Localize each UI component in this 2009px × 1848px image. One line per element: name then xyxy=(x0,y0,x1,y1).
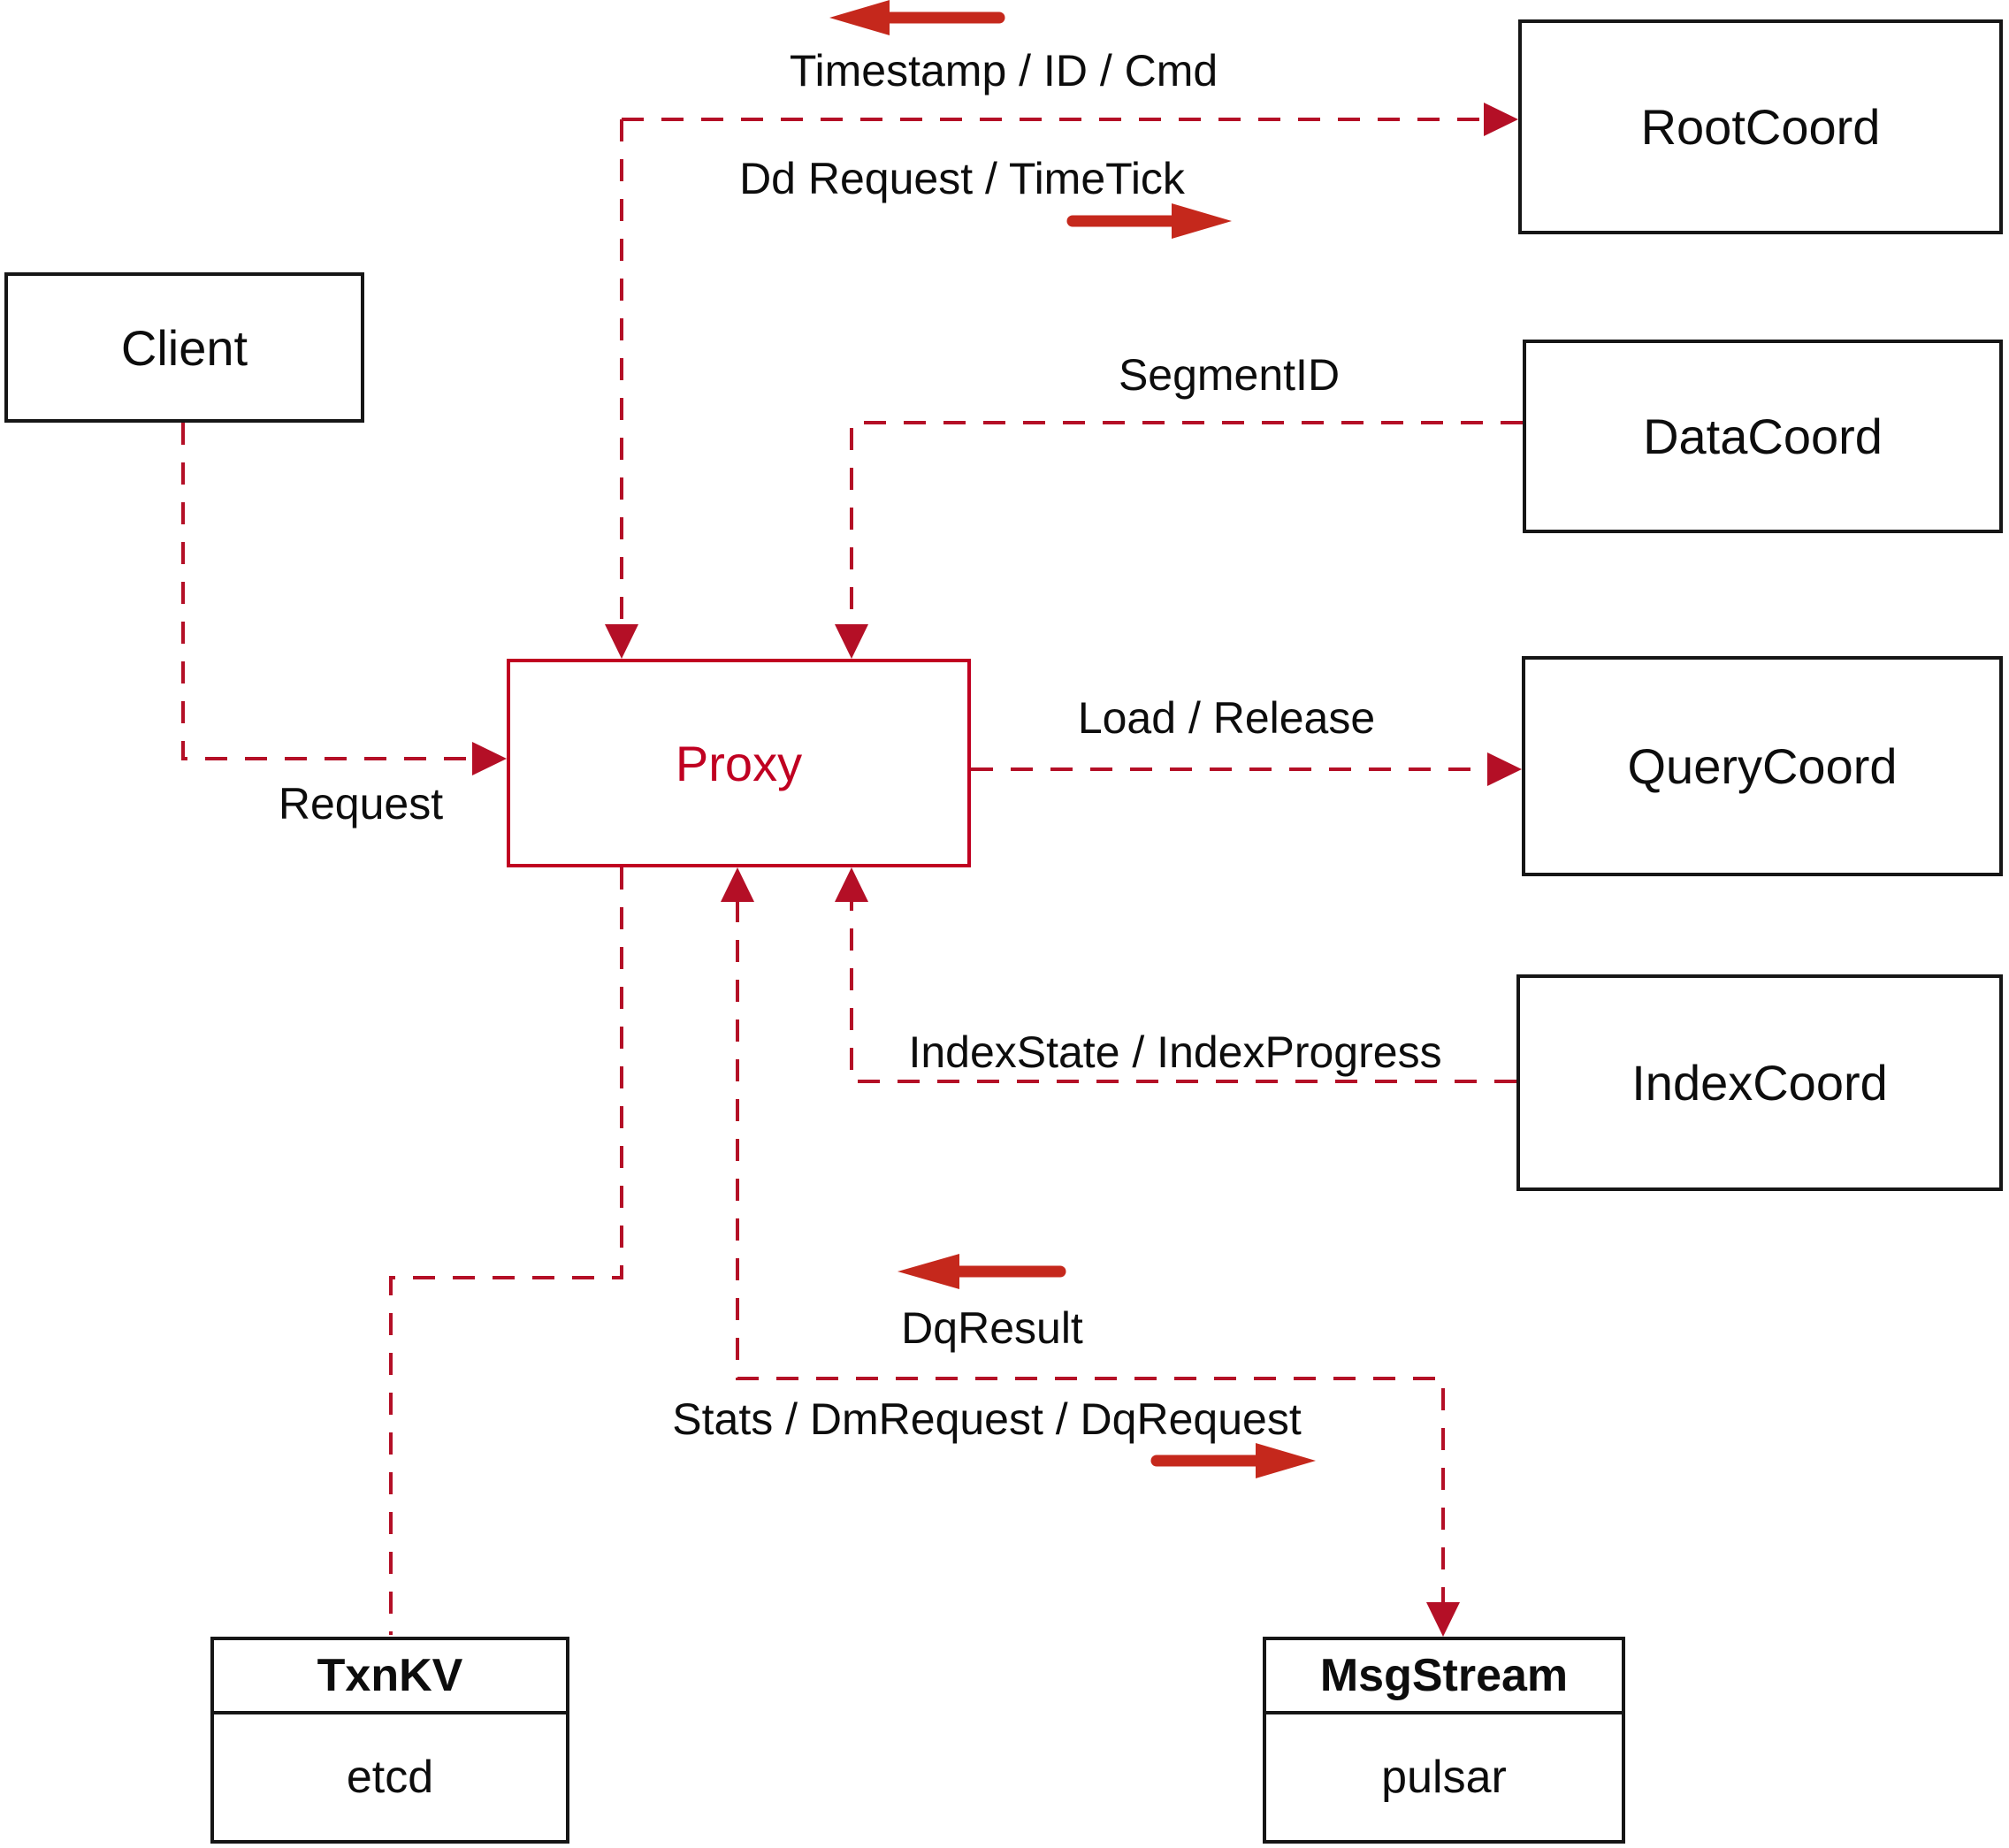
arrowhead-into-querycoord-icon xyxy=(1487,752,1522,786)
arrowhead-into-rootcoord-icon xyxy=(1484,103,1518,136)
querycoord-label: QueryCoord xyxy=(1627,738,1898,794)
rootcoord-label: RootCoord xyxy=(1640,99,1881,155)
edge-client-proxy xyxy=(181,423,474,760)
msgstream-subtitle: pulsar xyxy=(1381,1752,1507,1803)
datacoord-label: DataCoord xyxy=(1643,409,1883,464)
edge-label-timestamp: Timestamp / ID / Cmd xyxy=(789,46,1218,95)
txnkv-node: TxnKV etcd xyxy=(210,1637,569,1844)
msgstream-title: MsgStream xyxy=(1266,1640,1622,1714)
edge-label-stats: Stats / DmRequest / DqRequest xyxy=(672,1394,1302,1444)
edge-label-dq-result: DqResult xyxy=(901,1303,1083,1353)
edge-proxy-msgstream xyxy=(736,900,1445,1604)
indexcoord-node: IndexCoord xyxy=(1516,974,2003,1191)
arrowhead-into-proxy-top-left-icon xyxy=(605,624,638,659)
right-arrow-icon xyxy=(1256,1443,1316,1478)
edge-label-dd-request: Dd Request / TimeTick xyxy=(739,154,1185,203)
client-label: Client xyxy=(120,319,248,376)
edge-datacoord-proxy xyxy=(850,421,1523,626)
edge-proxy-txnkv xyxy=(389,867,623,1635)
edge-label-request: Request xyxy=(278,779,444,829)
proxy-label: Proxy xyxy=(675,735,803,791)
client-node: Client xyxy=(4,272,364,423)
direction-arrow-ddrequest-right xyxy=(1066,203,1232,239)
datacoord-node: DataCoord xyxy=(1523,340,2003,533)
left-arrow-icon xyxy=(898,1254,959,1289)
msgstream-node: MsgStream pulsar xyxy=(1263,1637,1625,1844)
txnkv-subtitle: etcd xyxy=(346,1752,434,1803)
arrowhead-into-proxy-top-right-icon xyxy=(835,624,868,659)
querycoord-node: QueryCoord xyxy=(1522,656,2003,876)
indexcoord-label: IndexCoord xyxy=(1631,1055,1888,1111)
rootcoord-node: RootCoord xyxy=(1518,19,2003,234)
direction-arrow-stats-right xyxy=(1150,1443,1316,1478)
proxy-node: Proxy xyxy=(507,659,971,867)
arrowhead-into-proxy-bottom-left-icon xyxy=(721,867,754,902)
arrowhead-into-proxy-bottom-right-icon xyxy=(835,867,868,902)
edge-label-segment-id: SegmentID xyxy=(1118,350,1341,400)
right-arrow-icon xyxy=(1172,203,1232,239)
direction-arrow-dqresult-left xyxy=(898,1254,1066,1289)
arrowhead-into-msgstream-icon xyxy=(1426,1602,1460,1637)
edge-label-load-release: Load / Release xyxy=(1077,693,1376,743)
left-arrow-icon xyxy=(829,0,890,35)
edge-label-index-state: IndexState / IndexProgress xyxy=(908,1027,1442,1077)
direction-arrow-timestamp-left xyxy=(829,0,1005,35)
arrowhead-into-proxy-left-icon xyxy=(472,742,507,775)
txnkv-title: TxnKV xyxy=(214,1640,566,1714)
